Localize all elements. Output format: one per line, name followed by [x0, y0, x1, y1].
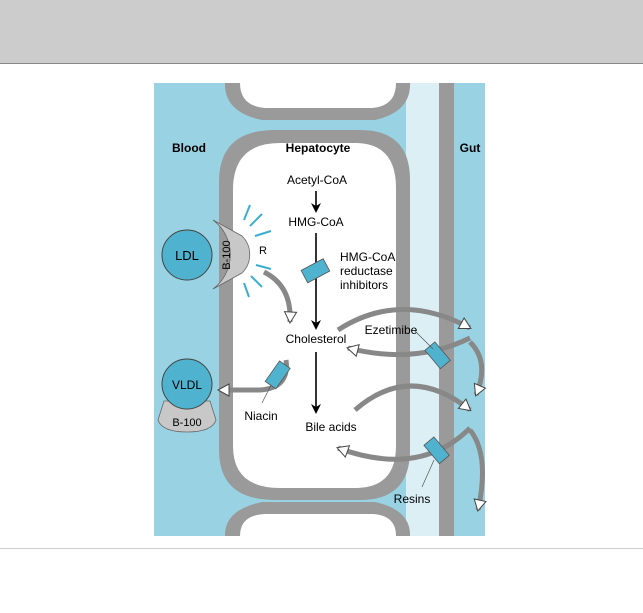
statin-block-icon	[300, 258, 331, 284]
ldl-label: LDL	[175, 248, 199, 263]
statin-label-line-2: reductase	[340, 264, 393, 278]
bile-reabsorption-arrow	[336, 426, 472, 462]
ldl-receptor-pocket	[212, 219, 251, 290]
blood-label: Blood	[172, 141, 206, 155]
ldl-b100-label: B-100	[221, 240, 233, 269]
statin-label-line-3: inhibitors	[340, 278, 388, 292]
ldl-uptake-arrow	[262, 269, 298, 325]
ldl-receptor-spikes	[243, 204, 272, 298]
bile-excretion-arrow	[467, 428, 487, 512]
ezetimibe-label: Ezetimibe	[365, 323, 418, 337]
receptor-label: R	[259, 245, 267, 257]
gut-label: Gut	[460, 141, 481, 155]
niacin-label: Niacin	[244, 409, 277, 423]
resins-label: Resins	[394, 492, 431, 506]
cholesterol-to-gut-arrow	[336, 307, 472, 333]
bile-acids-label: Bile acids	[305, 420, 356, 434]
hepatocyte-label: Hepatocyte	[286, 141, 351, 155]
hepatocyte-cytoplasm	[233, 143, 396, 488]
gut-cholesterol-excretion-arrow	[468, 340, 487, 397]
gut-wall	[439, 83, 454, 536]
resin-block-icon	[423, 436, 450, 465]
vldl-particle	[161, 358, 213, 410]
cholesterol-label: Cholesterol	[286, 332, 347, 346]
gut-cholesterol-absorption-arrow	[346, 335, 472, 358]
top-bar	[0, 0, 643, 64]
statin-label-line-1: HMG-CoA	[340, 250, 395, 264]
vldl-label: VLDL	[172, 378, 202, 392]
bottom-frame	[0, 548, 643, 613]
statin-label: HMG-CoA reductase inhibitors	[340, 250, 398, 292]
ldl-particle	[161, 229, 213, 281]
niacin-block-icon	[264, 360, 291, 390]
hmg-coa-label: HMG-CoA	[288, 215, 343, 229]
bile-to-gut-arrow	[353, 383, 472, 412]
vldl-apo-cap	[157, 400, 217, 433]
vldl-b100-label: B-100	[172, 417, 201, 429]
acetyl-coa-label: Acetyl-CoA	[287, 173, 347, 187]
